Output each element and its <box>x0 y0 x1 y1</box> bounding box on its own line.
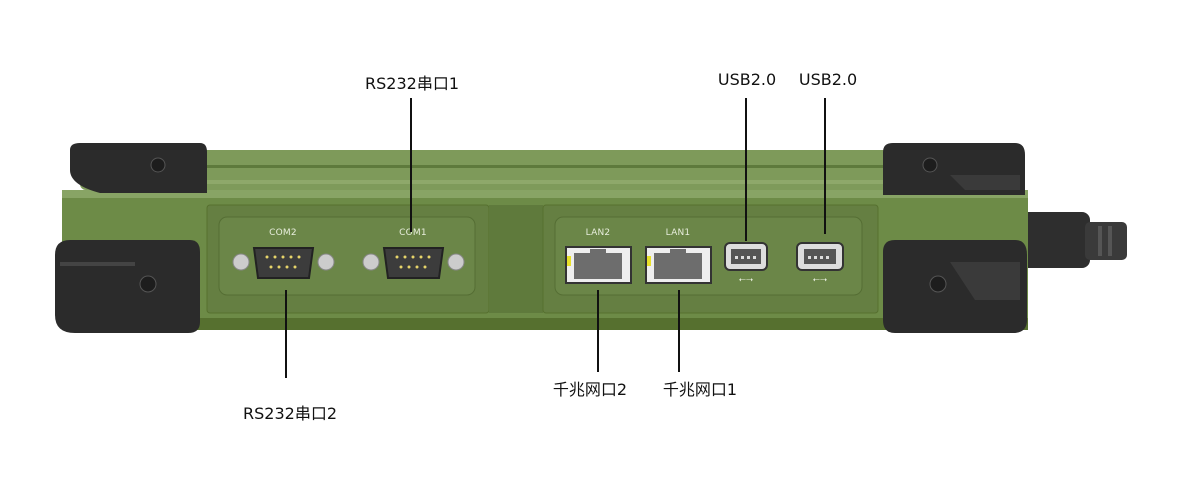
lan2-label: LAN2 <box>585 228 611 238</box>
usb-port-2[interactable] <box>796 242 844 271</box>
com1-label: COM1 <box>399 228 427 238</box>
leader-line-lan-1 <box>678 290 680 372</box>
callout-usb-2: USB2.0 <box>798 70 858 89</box>
leader-line-rs232-2 <box>285 290 287 378</box>
lan1-label: LAN1 <box>665 228 691 238</box>
com2-label: COM2 <box>269 228 297 238</box>
carry-handle <box>1010 212 1127 268</box>
callout-usb-1: USB2.0 <box>717 70 777 89</box>
callout-lan-2: 千兆网口2 <box>552 380 628 399</box>
lan1-port[interactable] <box>645 246 712 284</box>
leader-line-usb-1 <box>745 98 747 241</box>
usb-symbol-icon: ⭠⭢ <box>739 275 753 285</box>
bumper-bottom-left <box>55 240 200 333</box>
bumper-top-right <box>883 143 1025 195</box>
callout-lan-1: 千兆网口1 <box>662 380 738 399</box>
lan2-port[interactable] <box>565 246 632 284</box>
leader-line-rs232-1 <box>410 98 412 232</box>
leader-line-lan-2 <box>597 290 599 372</box>
leader-line-usb-2 <box>824 98 826 234</box>
bumper-top-left <box>70 143 207 193</box>
com2-port[interactable] <box>232 247 335 279</box>
bumper-bottom-right <box>883 240 1027 333</box>
callout-rs232-2: RS232串口2 <box>243 404 337 423</box>
com1-port[interactable] <box>362 247 465 279</box>
callout-rs232-1: RS232串口1 <box>365 74 459 93</box>
usb-symbol-icon: ⭠⭢ <box>813 275 827 285</box>
usb-port-1[interactable] <box>724 242 768 271</box>
